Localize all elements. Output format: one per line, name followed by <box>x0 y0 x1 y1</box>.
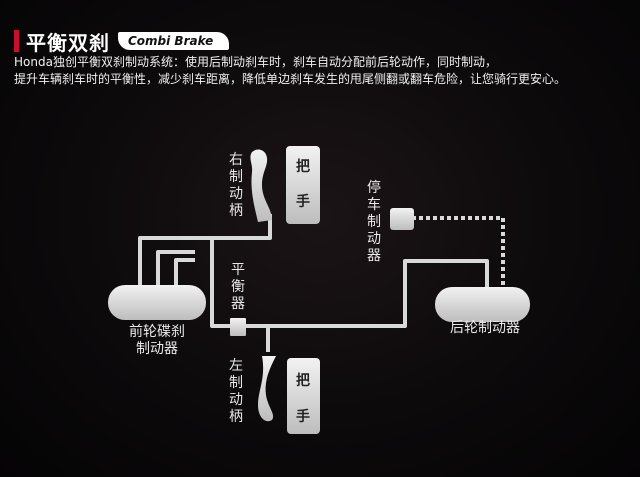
balancer-box <box>230 318 246 336</box>
left-lever-label: 左制动柄 <box>229 358 243 425</box>
left-brake-lever <box>258 356 276 422</box>
bottom-handle-char-2: 手 <box>296 409 310 425</box>
title-accent-bar <box>14 30 19 52</box>
parking-brake-label: 停车制动器 <box>367 180 381 264</box>
title-bar: 平衡双刹 Combi Brake <box>14 28 230 55</box>
right-lever-label: 右制动柄 <box>229 152 243 219</box>
combi-brake-badge: Combi Brake <box>118 32 230 50</box>
balancer-to-rear <box>244 259 489 328</box>
bottom-handle-char-1: 把 <box>296 373 310 389</box>
page-title: 平衡双刹 <box>26 30 110 55</box>
top-handle-char-1: 把 <box>296 159 310 175</box>
balancer-to-left-lever <box>244 324 270 352</box>
rear-brake-label: 后轮制动器 <box>450 320 520 336</box>
front-brake-label-line-1: 前轮碟刹 <box>129 324 185 340</box>
description-line-1: Honda独创平衡双刹制动系统：使用后制动刹车时，刹车自动分配前后轮动作，同时制… <box>14 55 497 69</box>
front-line-2 <box>156 250 195 288</box>
description: Honda独创平衡双刹制动系统：使用后制动刹车时，刹车自动分配前后轮动作，同时制… <box>14 54 634 88</box>
parking-brake-box <box>390 208 414 230</box>
front-line-3 <box>174 258 195 288</box>
rear-brake-drum <box>435 287 530 322</box>
front-brake-label: 前轮碟刹 制动器 <box>117 324 197 358</box>
bottom-handle-grip <box>287 358 320 434</box>
front-to-balancer <box>210 238 230 328</box>
top-handle-grip <box>286 146 320 224</box>
front-disc-brake-caliper <box>108 285 206 320</box>
parking-cable <box>412 216 505 290</box>
right-brake-lever <box>250 149 272 222</box>
balancer-label: 平衡器 <box>231 262 245 312</box>
front-brake-label-line-2: 制动器 <box>136 341 178 357</box>
top-handle-char-2: 手 <box>296 194 310 210</box>
brake-lines <box>138 214 489 352</box>
description-line-2: 提升车辆刹车时的平衡性，减少刹车距离，降低单边刹车发生的甩尾侧翻或翻车危险，让您… <box>14 72 567 86</box>
front-line-1 <box>138 214 272 288</box>
